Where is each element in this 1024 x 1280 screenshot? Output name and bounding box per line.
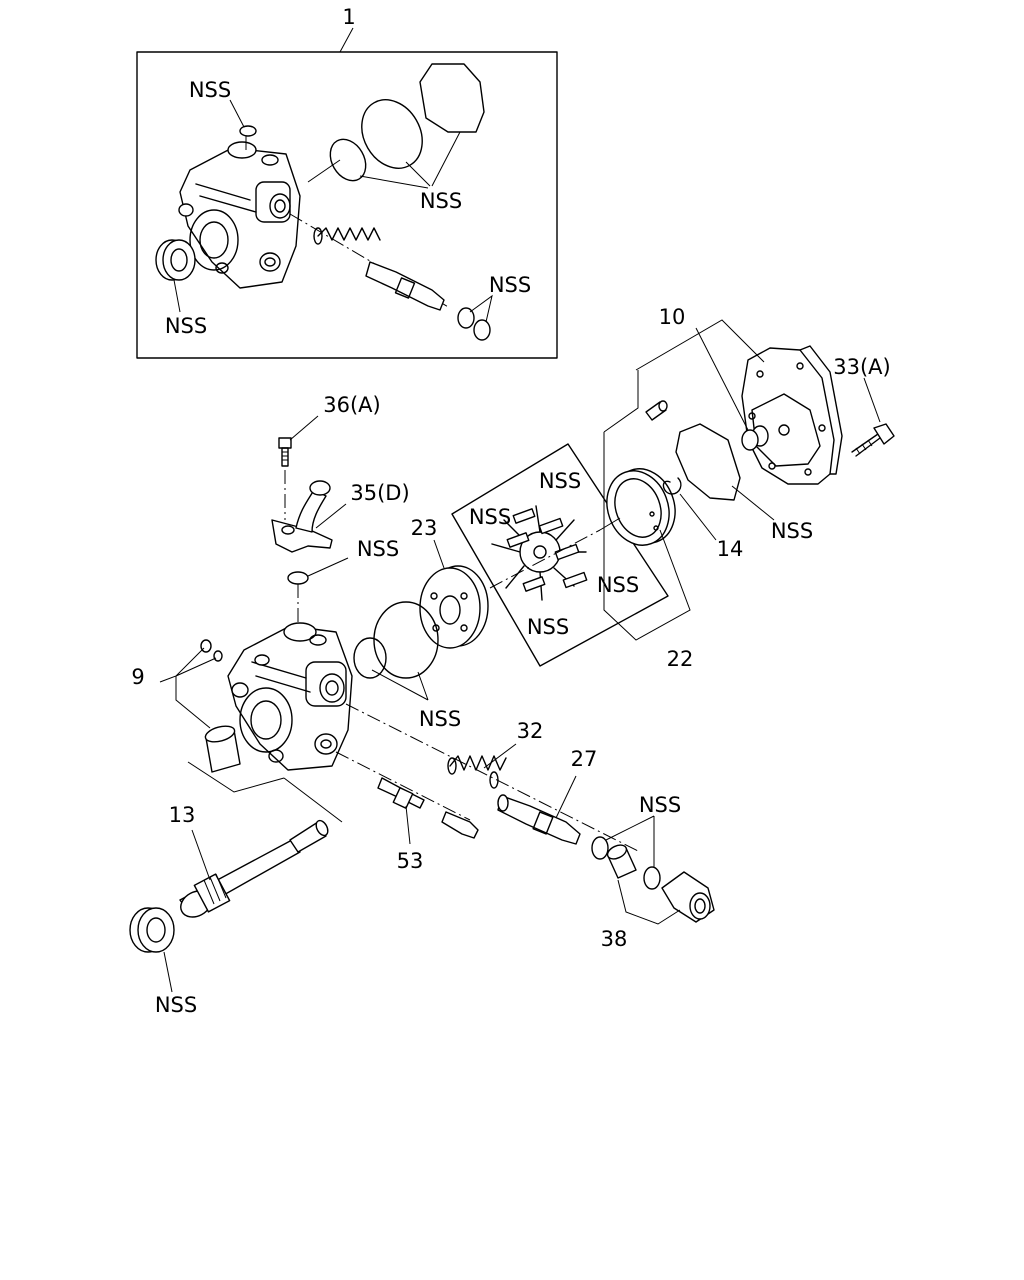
label-nss-kit-rings: NSS <box>420 189 462 213</box>
connector-o-ring-1 <box>591 836 609 860</box>
label-nss-rotor-2: NSS <box>469 505 511 529</box>
label-pipe-bolt: 36(A) <box>323 393 380 417</box>
label-snap-ring: 14 <box>717 537 744 561</box>
kit-valve-o-ring-2 <box>473 319 491 341</box>
pipe <box>271 480 333 553</box>
cam-ring-dowel-pin <box>645 400 668 421</box>
kit-small-o-ring <box>329 138 367 182</box>
pressure-sensor <box>377 777 479 839</box>
label-nss-kit-valve: NSS <box>489 273 531 297</box>
kit-pump-body <box>178 141 301 289</box>
side-plate-o-ring-large <box>373 601 439 679</box>
label-cam-ring: 22 <box>667 647 694 671</box>
label-spring: 32 <box>517 719 544 743</box>
kit-plug <box>239 125 257 137</box>
label-cover-bolt: 33(A) <box>833 355 890 379</box>
shaft-oil-seal <box>129 907 175 953</box>
body-dowel-2 <box>213 650 223 662</box>
cover-bolt <box>851 423 895 457</box>
relief-spring <box>447 755 507 789</box>
cam-ring <box>606 468 676 546</box>
label-connector: 38 <box>601 927 628 951</box>
label-nss-kit-seal: NSS <box>165 314 207 338</box>
kit-large-o-ring <box>361 99 423 169</box>
label-nss-cover-gasket: NSS <box>771 519 813 543</box>
label-side-plate: 23 <box>411 516 438 540</box>
label-nss-connector: NSS <box>639 793 681 817</box>
cover-gasket <box>675 423 741 501</box>
label-valve: 27 <box>571 747 598 771</box>
vane-2 <box>538 517 564 535</box>
pipe-washer <box>287 571 309 585</box>
label-nss-side-plate-rings: NSS <box>419 707 461 731</box>
drive-shaft <box>179 819 329 918</box>
label-body: 9 <box>131 665 144 689</box>
label-shaft: 13 <box>169 803 196 827</box>
kit-valve <box>365 261 445 311</box>
pump-cover <box>741 345 843 485</box>
label-nss-rotor-3: NSS <box>597 573 639 597</box>
kit-box: 1 NSS NSS <box>136 5 558 359</box>
connector-fitting <box>661 871 715 923</box>
flow-control-valve <box>497 794 581 845</box>
vane-5 <box>522 576 546 592</box>
label-cover: 10 <box>659 305 686 329</box>
label-sensor: 53 <box>397 849 424 873</box>
pump-body <box>227 622 353 771</box>
kit-oil-seal <box>155 239 196 281</box>
vane-1 <box>512 508 536 524</box>
label-nss-pipe-washer: NSS <box>357 537 399 561</box>
label-nss-rotor-4: NSS <box>527 615 569 639</box>
kit-cover-gasket <box>419 63 485 133</box>
pipe-bolt <box>278 437 292 467</box>
label-nss-rotor-1: NSS <box>539 469 581 493</box>
label-nss-shaft-seal: NSS <box>155 993 197 1017</box>
vane-3 <box>506 532 530 548</box>
body-bushing <box>204 725 241 773</box>
connector-o-ring-2 <box>643 866 661 890</box>
label-nss-kit-plug: NSS <box>189 78 231 102</box>
side-plate-o-ring-small <box>353 637 387 679</box>
vane-6 <box>562 571 588 589</box>
kit-spring <box>313 227 381 245</box>
label-pipe: 35(D) <box>350 481 409 505</box>
snap-ring <box>662 477 682 495</box>
side-plate <box>419 565 489 649</box>
kit-valve-o-ring-1 <box>457 307 475 329</box>
connector-insert <box>606 844 637 879</box>
label-kit: 1 <box>342 5 355 29</box>
